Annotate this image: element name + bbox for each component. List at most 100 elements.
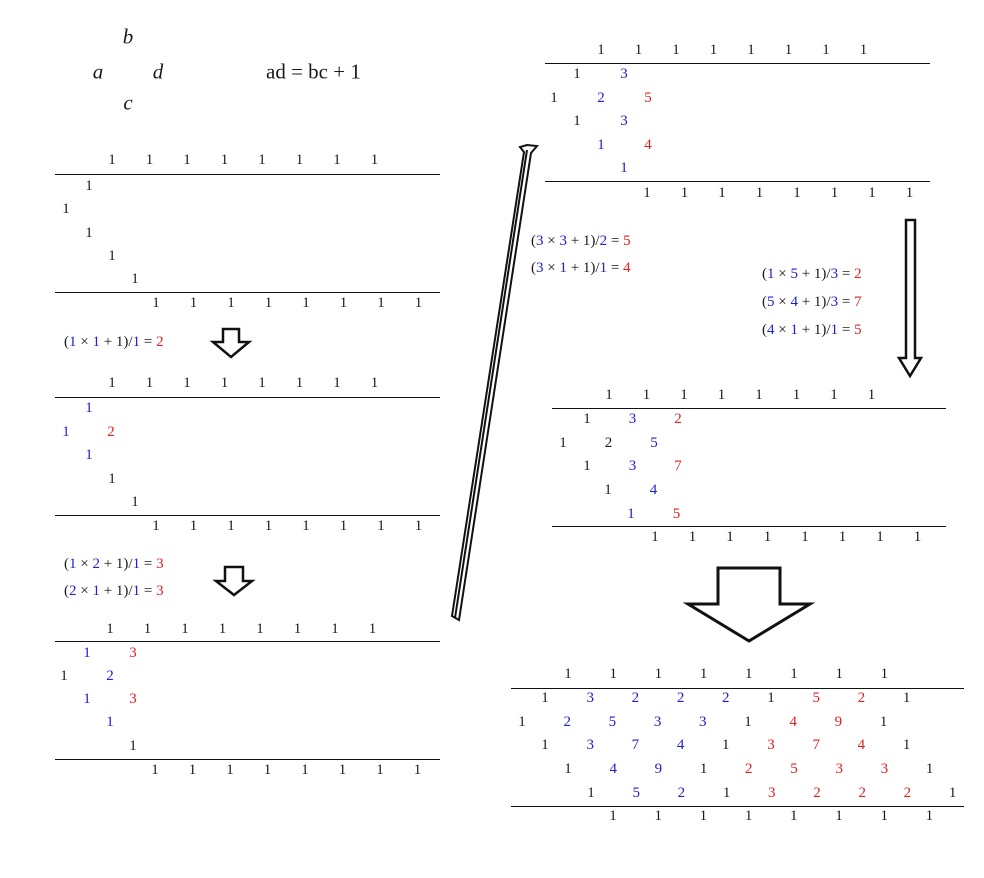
frieze-bottom-entry: 1 xyxy=(227,518,235,534)
frieze-bottom-entry: 1 xyxy=(763,529,772,545)
frieze-top-entry: 1 xyxy=(755,387,763,403)
frieze-entry: 2 xyxy=(677,785,686,801)
frieze-top-rule xyxy=(552,408,946,409)
equation-term: = xyxy=(838,322,855,338)
frieze-bottom-entry: 1 xyxy=(830,185,839,201)
frieze-entry: 4 xyxy=(857,737,866,753)
frieze-top-rule xyxy=(55,641,440,642)
frieze-entry: 5 xyxy=(672,506,681,522)
frieze-top-rule xyxy=(545,63,930,64)
equation-term: 7 xyxy=(854,294,862,310)
frieze-bottom-entry: 1 xyxy=(838,529,847,545)
frieze-entry: 5 xyxy=(644,90,652,106)
frieze-bottom-entry: 1 xyxy=(913,529,922,545)
equation-term: 2 xyxy=(854,266,862,282)
frieze-top-entry: 1 xyxy=(654,666,663,682)
equation-term: ( xyxy=(64,334,69,350)
equation-term: = xyxy=(838,294,855,310)
equation-term: 2 xyxy=(92,556,100,572)
equation-term: 3 xyxy=(536,233,544,249)
frieze-top-entry: 1 xyxy=(597,42,605,58)
frieze-entry: 9 xyxy=(834,714,843,730)
frieze-bottom-entry: 1 xyxy=(654,808,662,824)
frieze-entry: 3 xyxy=(653,714,662,730)
frieze-entry: 2 xyxy=(674,411,682,427)
frieze-top-entry: 1 xyxy=(108,152,116,168)
frieze-entry: 1 xyxy=(85,225,93,241)
frieze-bottom-entry: 1 xyxy=(264,518,273,534)
equation-term: 1 xyxy=(599,260,608,276)
frieze-entry: 2 xyxy=(597,90,605,106)
frieze-entry: 1 xyxy=(902,690,911,706)
frieze-top-entry: 1 xyxy=(672,42,680,58)
frieze-top-entry: 1 xyxy=(564,666,572,682)
frieze-top-entry: 1 xyxy=(747,42,755,58)
equation-term: = xyxy=(838,266,855,282)
frieze-entry: 3 xyxy=(586,690,594,706)
frieze-entry: 1 xyxy=(83,691,91,707)
frieze-entry: 1 xyxy=(85,178,93,194)
frieze-top-entry: 1 xyxy=(859,42,868,58)
equation-term: × xyxy=(774,322,791,338)
frieze-entry: 3 xyxy=(628,458,637,474)
equation-term: 3 xyxy=(156,556,164,572)
frieze-top-entry: 1 xyxy=(709,42,718,58)
frieze-bottom-entry: 1 xyxy=(151,762,159,778)
frieze-entry: 3 xyxy=(768,785,776,801)
frieze-bottom-entry: 1 xyxy=(339,295,348,311)
frieze-top-entry: 1 xyxy=(218,621,227,637)
frieze-entry: 1 xyxy=(541,737,549,753)
frieze-entry: 1 xyxy=(583,458,591,474)
frieze-entry: 3 xyxy=(767,737,775,753)
frieze-entry: 1 xyxy=(597,137,605,153)
frieze-entry: 2 xyxy=(857,690,866,706)
frieze-bottom-entry: 1 xyxy=(302,295,310,311)
frieze-entry: 1 xyxy=(108,471,116,487)
frieze-bottom-entry: 1 xyxy=(263,762,272,778)
frieze-top-entry: 1 xyxy=(333,375,341,391)
frieze-entry: 1 xyxy=(559,435,567,451)
frieze-entry: 1 xyxy=(85,447,93,463)
equation-term: 5 xyxy=(767,294,775,310)
frieze-bottom-entry: 1 xyxy=(651,529,659,545)
frieze-bottom-entry: 1 xyxy=(414,295,423,311)
frieze-entry: 1 xyxy=(902,737,911,753)
frieze-entry: 3 xyxy=(628,411,637,427)
frieze-entry: 1 xyxy=(564,761,572,777)
equation-line: (1 × 1 + 1)/1 = 2 xyxy=(64,333,164,351)
diagonal-arrow-shaft xyxy=(454,149,528,619)
frieze-top-entry: 1 xyxy=(835,666,843,682)
frieze-bottom-entry: 1 xyxy=(377,518,385,534)
frieze-entry: 1 xyxy=(587,785,595,801)
frieze-top-rule xyxy=(511,688,964,689)
frieze-entry: 1 xyxy=(129,738,137,754)
equation-term: × xyxy=(543,260,560,276)
equation-term: ( xyxy=(64,556,69,572)
frieze-top-entry: 1 xyxy=(258,375,266,391)
frieze-entry: 1 xyxy=(948,785,957,801)
frieze-top-entry: 1 xyxy=(867,387,876,403)
frieze-entry: 2 xyxy=(813,785,821,801)
big-down-arrow-icon xyxy=(682,566,816,643)
frieze-entry: 4 xyxy=(609,761,617,777)
frieze-top-entry: 1 xyxy=(183,375,191,391)
equation-term: ( xyxy=(762,322,767,338)
frieze-entry: 1 xyxy=(131,494,139,510)
frieze-bottom-rule xyxy=(545,181,930,182)
frieze-top-entry: 1 xyxy=(784,42,793,58)
frieze-top-entry: 1 xyxy=(108,375,116,391)
down-arrow-icon xyxy=(212,565,256,597)
frieze-top-entry: 1 xyxy=(220,375,229,391)
frieze-top-entry: 1 xyxy=(256,621,264,637)
frieze-bottom-entry: 1 xyxy=(339,518,348,534)
equation-term: 1 xyxy=(132,556,141,572)
var-a: a xyxy=(92,59,104,84)
frieze-bottom-entry: 1 xyxy=(680,185,689,201)
frieze-entry: 1 xyxy=(573,66,581,82)
frieze-bottom-entry: 1 xyxy=(152,295,160,311)
frieze-top-entry: 1 xyxy=(183,152,191,168)
frieze-entry: 1 xyxy=(573,113,581,129)
frieze-bottom-rule xyxy=(552,526,946,527)
equation-line: (1 × 2 + 1)/1 = 3 xyxy=(64,555,164,573)
equation-term: 2 xyxy=(599,233,608,249)
